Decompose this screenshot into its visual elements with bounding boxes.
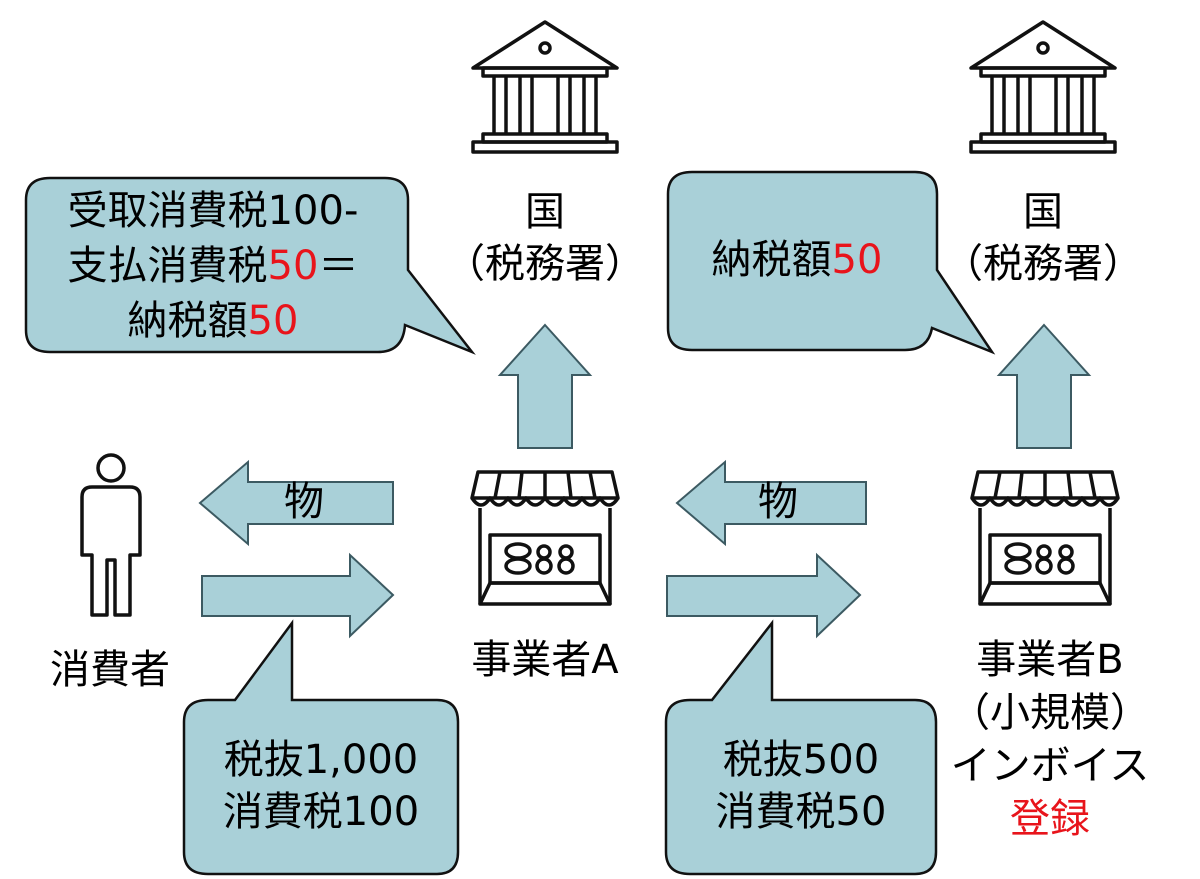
callout-b-text: 納税額50 [672, 234, 922, 286]
goods-arrow-b [675, 459, 867, 547]
callout-b-bubble [666, 170, 996, 355]
callout-payment-b-text: 税抜500 消費税50 [668, 734, 934, 838]
callout-payment-a-line1: 税抜1,000 [223, 737, 419, 783]
callout-payment-b-bubble [664, 619, 938, 876]
goods-label-b: 物 [758, 479, 798, 525]
tax-office-a-label: 国 （税務署） [440, 186, 650, 290]
business-b-line1: 事業者B [976, 637, 1124, 683]
callout-a-line2-prefix: 支払消費税 [67, 243, 268, 289]
tax-office-a-line1: 国 [525, 189, 565, 235]
business-b-label: 事業者B （小規模） インボイス 登録 [935, 634, 1165, 846]
government-building-icon [969, 20, 1117, 154]
shop-icon [470, 470, 620, 606]
callout-a-line3: 納税額50 [28, 294, 398, 349]
business-a-label: 事業者A [471, 637, 619, 683]
business-b-line4: 登録 [1010, 796, 1090, 842]
tax-office-a-line2: （税務署） [445, 241, 645, 287]
tax-office-b-line1: 国 [1023, 189, 1063, 235]
callout-payment-a-line2: 消費税100 [222, 789, 420, 835]
callout-a-line2-value: 50 [267, 243, 319, 289]
payment-arrow-b [666, 552, 862, 639]
shop-icon [970, 470, 1120, 606]
business-b-line2: （小規模） [950, 690, 1150, 736]
tax-office-b-line2: （税務署） [943, 241, 1143, 287]
callout-a-line1: 受取消費税100- [67, 188, 359, 234]
callout-payment-b-line1: 税抜500 [722, 737, 880, 783]
up-arrow-a [497, 323, 593, 449]
callout-a-text: 受取消費税100- 支払消費税50＝ 納税額50 [28, 184, 398, 349]
callout-payment-a-bubble [182, 619, 460, 876]
tax-office-b-label: 国 （税務署） [938, 186, 1148, 290]
goods-label-a: 物 [284, 479, 324, 525]
business-b-line3: インボイス [950, 743, 1150, 789]
callout-a-line2: 支払消費税50＝ [28, 239, 398, 294]
callout-a-line3-value: 50 [247, 298, 299, 344]
callout-a-line3-prefix: 納税額 [127, 298, 248, 344]
callout-b-prefix: 納税額 [711, 237, 832, 283]
person-icon [80, 453, 142, 617]
callout-a-line2-suffix: ＝ [318, 243, 359, 289]
government-building-icon [471, 20, 619, 154]
callout-b-value: 50 [831, 237, 883, 283]
payment-arrow-a [201, 552, 395, 639]
up-arrow-b [996, 323, 1092, 449]
consumer-label: 消費者 [50, 647, 170, 693]
callout-a-bubble [24, 176, 476, 355]
goods-arrow-a [198, 459, 394, 547]
callout-payment-a-text: 税抜1,000 消費税100 [186, 734, 456, 838]
callout-payment-b-line2: 消費税50 [715, 789, 887, 835]
